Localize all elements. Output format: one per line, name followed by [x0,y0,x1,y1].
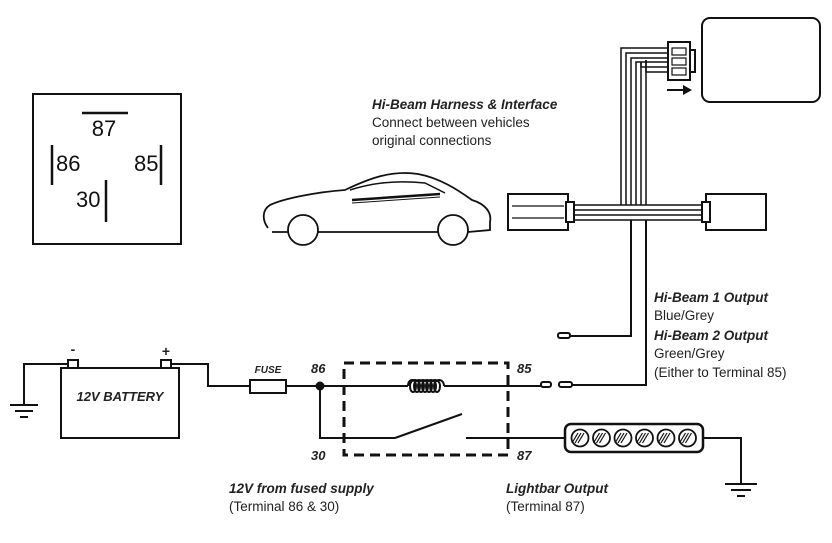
hi-beam-1-wire [570,220,632,337]
lightbar [563,422,705,454]
terminal-30-label: 30 [311,448,326,463]
lightbar-lamp-icon [613,428,633,448]
relay-pinout-symbol: 87 86 85 30 [32,93,182,245]
harness-connector-right [705,193,767,231]
harness-line-2: original connections [372,133,492,148]
relay-housing [342,361,510,457]
vehicle-headlamp-connector [701,17,821,103]
harness-title: Hi-Beam Harness & Interface [372,97,558,112]
battery-positive-sign: + [162,343,170,359]
hi-beam-2-title: Hi-Beam 2 Output [654,328,769,343]
hi-beam-1-color: Blue/Grey [654,308,714,323]
ground-symbol-battery [10,404,38,418]
lightbar-lamp-icon [635,428,654,448]
terminal-85-note: (Either to Terminal 85) [654,365,787,380]
hi-beam-2-wire [572,220,647,386]
harness-line-1: Connect between vehicles [372,115,530,130]
relay-switch-contact [394,413,463,439]
supply-subtitle: (Terminal 86 & 30) [229,499,339,514]
car-rear-wheel [287,214,319,246]
ground-symbol-lightbar [725,483,757,497]
arrow-right-icon [683,85,692,95]
harness-wiring [507,17,821,388]
relay-coil [407,379,445,393]
car-front-wheel [437,214,469,246]
output-labels: Hi-Beam 1 Output Blue/Grey Hi-Beam 2 Out… [654,290,787,380]
terminal-85-label: 85 [517,361,532,376]
hi-beam-2-color: Green/Grey [654,346,725,361]
fuse-label: FUSE [255,365,282,376]
harness-connector-left [507,193,569,231]
lightbar-lamp-icon [678,428,697,448]
battery-positive-terminal [160,359,172,369]
battery-negative-terminal [67,359,79,369]
lightbar-subtitle: (Terminal 87) [506,499,585,514]
battery-negative-sign: - [71,341,76,357]
harness-label: Hi-Beam Harness & Interface Connect betw… [372,97,558,148]
hi-beam-1-title: Hi-Beam 1 Output [654,290,769,305]
battery-body [60,367,180,439]
lightbar-lamp-icon [592,428,611,448]
relay: 86 85 30 87 [311,361,565,463]
car-illustration [262,172,492,246]
terminal-87-label: 87 [517,448,532,463]
battery: - + 12V BATTERY [60,341,180,439]
lightbar-lamp-icon [570,428,590,448]
pin-85-label: 85 [134,151,158,176]
fuse-symbol [249,379,287,394]
pin-30-label: 30 [76,187,100,212]
pin-86-label: 86 [56,151,80,176]
supply-title: 12V from fused supply [229,481,375,496]
battery-label: 12V BATTERY [77,389,165,404]
terminal-86-label: 86 [311,361,326,376]
lightbar-title: Lightbar Output [506,481,608,496]
lightbar-lamp-icon [656,428,676,448]
pin-87-label: 87 [92,116,116,141]
